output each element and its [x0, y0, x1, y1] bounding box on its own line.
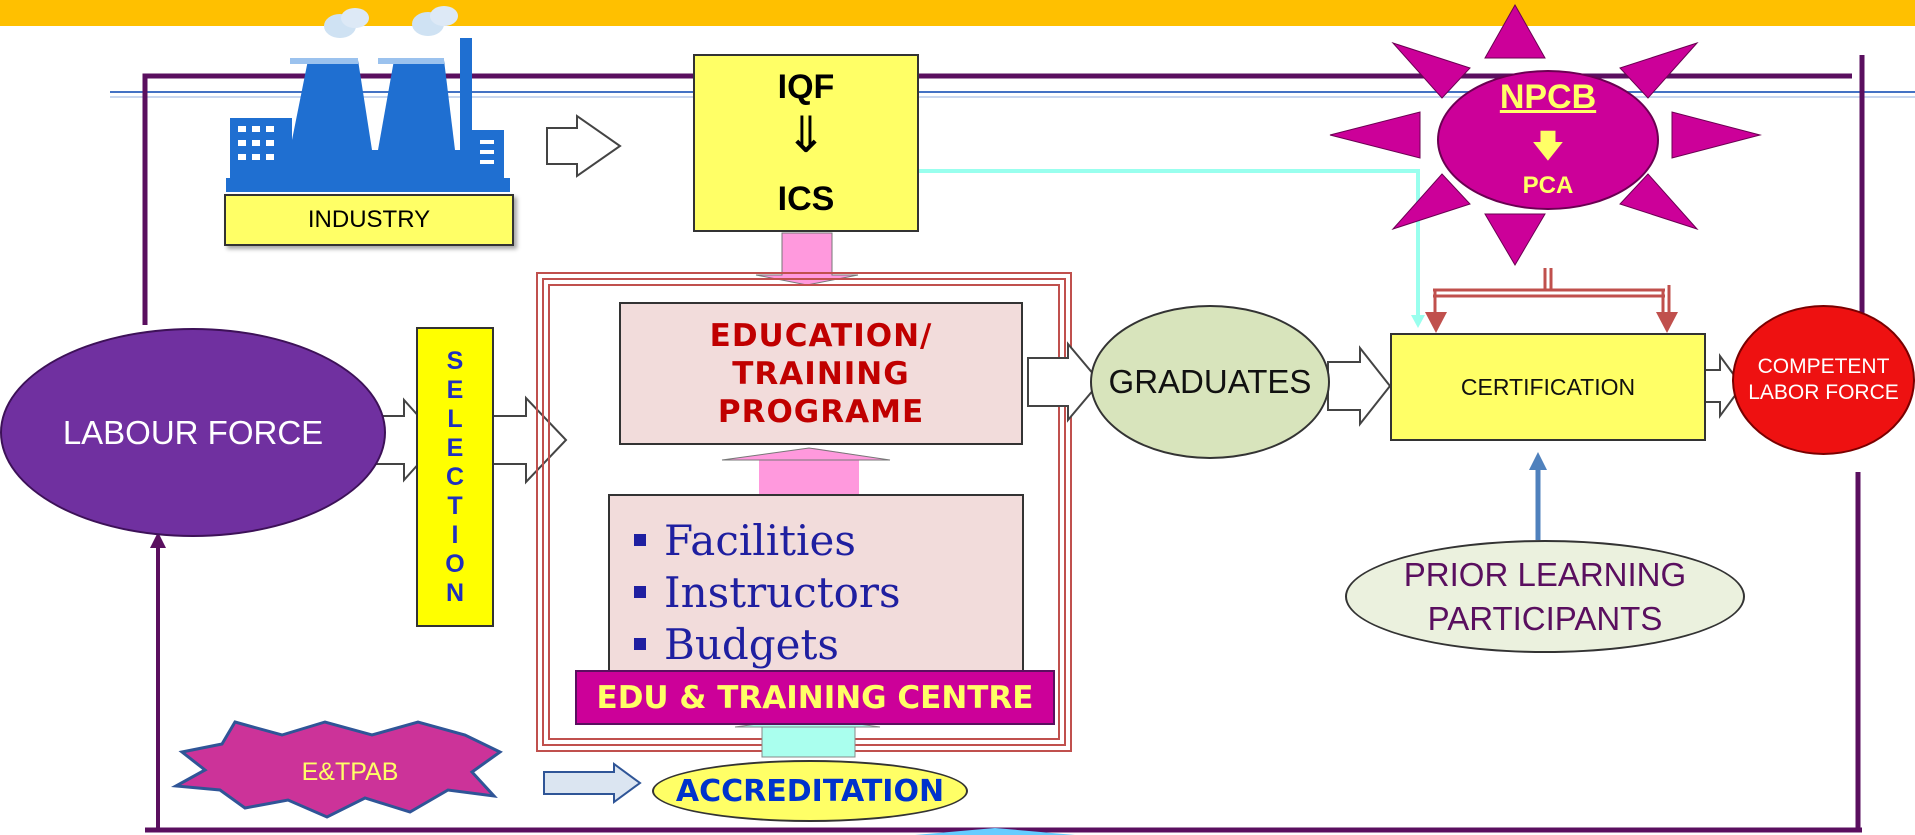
graduates-arrow: [1327, 345, 1392, 427]
npcb-ellipse: NPCB 🡇 PCA: [1437, 70, 1659, 210]
selection-box: S E L E C T I O N: [416, 327, 494, 627]
etpab-label: E&TPAB: [301, 757, 399, 786]
certification-label: CERTIFICATION: [1460, 373, 1636, 400]
selection-letter: O: [445, 549, 465, 578]
program-box: EDUCATION/ TRAINING PROGRAME: [619, 302, 1023, 445]
ics-label: ICS: [777, 180, 835, 218]
graduates-label: GRADUATES: [1108, 363, 1312, 400]
industry-box: INDUSTRY: [224, 194, 514, 246]
iqf-ics-arrow: ⇓: [785, 107, 827, 163]
iqf-cert-link: [918, 169, 1420, 318]
selection-letter: E: [446, 375, 464, 404]
selection-letter: S: [446, 346, 464, 375]
selection-letter: T: [447, 491, 463, 520]
accreditation-ellipse: ACCREDITATION: [652, 760, 968, 822]
iqf-ics-box: IQF ⇓ ICS: [693, 54, 919, 232]
prior-learning-label-2: PARTICIPANTS: [1427, 599, 1663, 637]
bullet-icon: [634, 586, 646, 598]
program-label-3: PROGRAME: [717, 393, 925, 430]
etpab-arrow: [543, 762, 642, 804]
selection-arrow: [491, 395, 568, 485]
resource-label: Instructors: [664, 567, 901, 617]
selection-letter: I: [451, 520, 459, 549]
npcb-cert-arrowhead-left: [1425, 312, 1447, 333]
selection-letter: N: [445, 578, 465, 607]
competent-label-1: COMPETENT: [1757, 355, 1890, 378]
prior-learning-label-1: PRIOR LEARNING: [1403, 555, 1687, 593]
program-label-2: TRAINING: [732, 355, 910, 392]
feedback-arrowhead: [150, 532, 166, 548]
industry-arrow: [546, 114, 622, 178]
graduates-ellipse: GRADUATES: [1090, 305, 1330, 459]
resources-up-arrow: [759, 458, 859, 494]
iqf-down-arrow: [755, 232, 859, 286]
iqf-cert-arrowhead: [1411, 315, 1425, 328]
resources-list: Facilities Instructors Budgets: [628, 514, 1022, 670]
bullet-icon: [634, 534, 646, 546]
accreditation-label: ACCREDITATION: [675, 773, 945, 809]
npcb-down-arrow-icon: 🡇: [1531, 127, 1565, 165]
npcb-title: NPCB: [1499, 78, 1597, 116]
labour-force-ellipse: LABOUR FORCE: [0, 328, 386, 537]
npcb-rays: [1329, 3, 1762, 266]
resource-label: Budgets: [664, 619, 839, 669]
selection-letter: E: [446, 433, 464, 462]
competent-label-2: LABOR FORCE: [1748, 381, 1899, 404]
pca-label: PCA: [1522, 172, 1574, 199]
list-item: Instructors: [628, 566, 1022, 618]
list-item: Budgets: [628, 618, 1022, 670]
frame-top: [142, 73, 1852, 325]
bottom-mark: [915, 828, 1075, 835]
prior-cert-arrowhead: [1529, 452, 1547, 470]
centre-bar: EDU & TRAINING CENTRE: [575, 670, 1055, 725]
factory-icon: [226, 6, 510, 192]
resource-label: Facilities: [664, 515, 856, 565]
etpab-star: [170, 720, 503, 819]
industry-label: INDUSTRY: [307, 206, 431, 233]
labour-force-label: LABOUR FORCE: [62, 413, 324, 451]
top-banner: [0, 0, 1915, 26]
list-item: Facilities: [628, 514, 1022, 566]
prior-learning-ellipse: PRIOR LEARNING PARTICIPANTS: [1345, 540, 1745, 653]
selection-letter: L: [447, 404, 463, 433]
npcb-cert-link: [1433, 268, 1671, 318]
accreditation-up-arrow: [761, 724, 856, 758]
centre-label: EDU & TRAINING CENTRE: [596, 679, 1034, 716]
selection-letter: C: [445, 462, 465, 491]
bullet-icon: [634, 638, 646, 650]
competent-ellipse: COMPETENT LABOR FORCE: [1732, 305, 1915, 455]
resources-box: Facilities Instructors Budgets: [608, 494, 1024, 672]
program-label-1: EDUCATION/: [709, 317, 933, 354]
iqf-label: IQF: [777, 68, 835, 106]
certification-box: CERTIFICATION: [1390, 333, 1706, 441]
npcb-cert-arrowhead-right: [1656, 312, 1678, 333]
program-arrow: [1027, 341, 1102, 423]
